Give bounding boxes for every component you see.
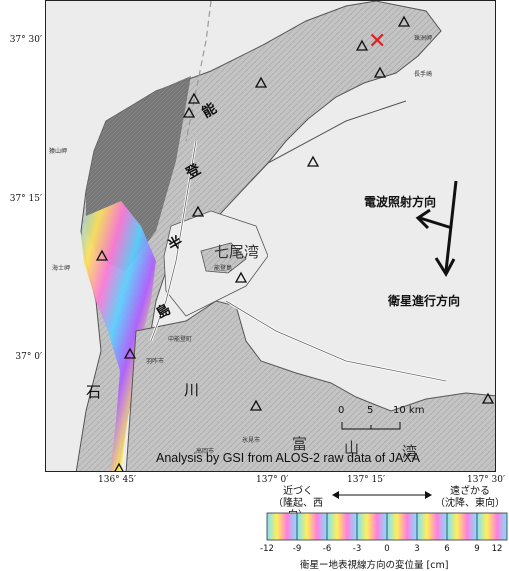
- colorbar-tick: 6: [444, 544, 450, 554]
- station-triangle: [373, 66, 387, 78]
- radar-direction-arrow: [419, 216, 453, 230]
- map-canvas: [46, 1, 495, 471]
- lon-label-137-00: 137° 0′: [256, 475, 289, 485]
- station-triangle: [306, 155, 320, 167]
- station-triangle: [95, 249, 109, 261]
- place-label-toyama-1: 富: [292, 435, 308, 453]
- station-triangle: [191, 205, 205, 217]
- small-label-nakanoto: 中能登町: [168, 336, 193, 343]
- station-triangle: [249, 399, 263, 411]
- colorbar-tick: -12: [260, 544, 274, 554]
- small-label-sugaike: 珠洲岬: [414, 35, 433, 42]
- satellite-direction-label: 衛星進行方向: [388, 294, 461, 308]
- notojima-island: [200, 242, 247, 274]
- small-label-hakui: 羽咋市: [146, 358, 165, 365]
- place-label-ishi: 石: [86, 383, 102, 401]
- analysis-credit: Analysis by GSI from ALOS-2 raw data of …: [156, 451, 420, 465]
- station-triangle: [481, 392, 495, 404]
- colorbar-tick: 3: [414, 544, 420, 554]
- lat-label-37-15: 37° 15′: [9, 194, 42, 204]
- interferogram-fringes: [81, 201, 156, 471]
- lat-label-37-00: 37° 0′: [15, 352, 42, 362]
- small-label-kaishizaki: 海士岬: [52, 265, 71, 272]
- small-label-himi: 氷見市: [242, 437, 261, 444]
- lon-label-137-15: 137° 15′: [347, 475, 386, 485]
- gnss-stations: [95, 15, 495, 471]
- station-triangle: [397, 15, 411, 27]
- station-triangle: [254, 76, 268, 88]
- place-label-nanao-bay: 七尾湾: [214, 243, 260, 261]
- small-label-notojima: 能登島: [214, 265, 233, 272]
- lon-label-137-30: 137° 30′: [467, 475, 506, 485]
- colorbar-tick: -9: [292, 544, 302, 554]
- scale-label-10km: 10 km: [393, 405, 425, 416]
- station-triangle: [187, 92, 201, 104]
- scale-label-0: 0: [338, 405, 345, 416]
- station-triangle: [355, 39, 369, 51]
- lat-label-37-30: 37° 30′: [9, 35, 42, 45]
- legend-recede-sub: （沈降、東向）: [435, 498, 505, 509]
- small-label-takaoka: 高岡市: [196, 448, 215, 455]
- station-triangle: [114, 462, 124, 471]
- small-label-chojyusaki: 長手崎: [414, 71, 433, 78]
- lon-label-136-45: 136° 45′: [98, 475, 137, 485]
- mainland-land: [125, 300, 495, 471]
- station-triangle: [234, 271, 248, 283]
- satellite-direction-arrow: [444, 180, 458, 272]
- insar-map: ✕ 能 登 半 島 七尾湾 石 川 富 山 湾 珠洲岬 長手崎 猿山岬 海士岬 …: [45, 0, 496, 472]
- scale-label-5: 5: [367, 405, 374, 416]
- small-label-nosaki: 猿山岬: [49, 148, 68, 155]
- legend-double-arrow: [332, 491, 432, 499]
- place-label-kawa: 川: [184, 381, 200, 399]
- legend-recede: 遠ざかる （沈降、東向）: [434, 486, 506, 510]
- epicenter-marker: ✕: [368, 29, 387, 54]
- scale-bar: [341, 422, 401, 430]
- colorbar-tick: 9: [474, 544, 480, 554]
- place-label-toyama-3: 湾: [402, 443, 418, 461]
- direction-arrows: [415, 180, 458, 277]
- colorbar-caption: 衛星ー地表視線方向の変位量 [cm]: [300, 560, 449, 571]
- station-triangle: [182, 106, 196, 118]
- colorbar-tick: -6: [322, 544, 332, 554]
- legend-recede-title: 遠ざかる: [450, 486, 490, 497]
- colorbar-tick: 0: [384, 544, 390, 554]
- dashed-boundary: [185, 1, 212, 142]
- color-bar: [266, 512, 508, 541]
- toyama-bay-water: [246, 101, 495, 406]
- colorbar-tick: 12: [491, 544, 503, 554]
- colorbar-tick: -3: [352, 544, 362, 554]
- station-triangle: [123, 347, 137, 359]
- radar-direction-label: 電波照射方向: [364, 195, 437, 209]
- place-label-toyama-2: 山: [344, 439, 360, 457]
- legend-approach-title: 近づく: [283, 486, 313, 497]
